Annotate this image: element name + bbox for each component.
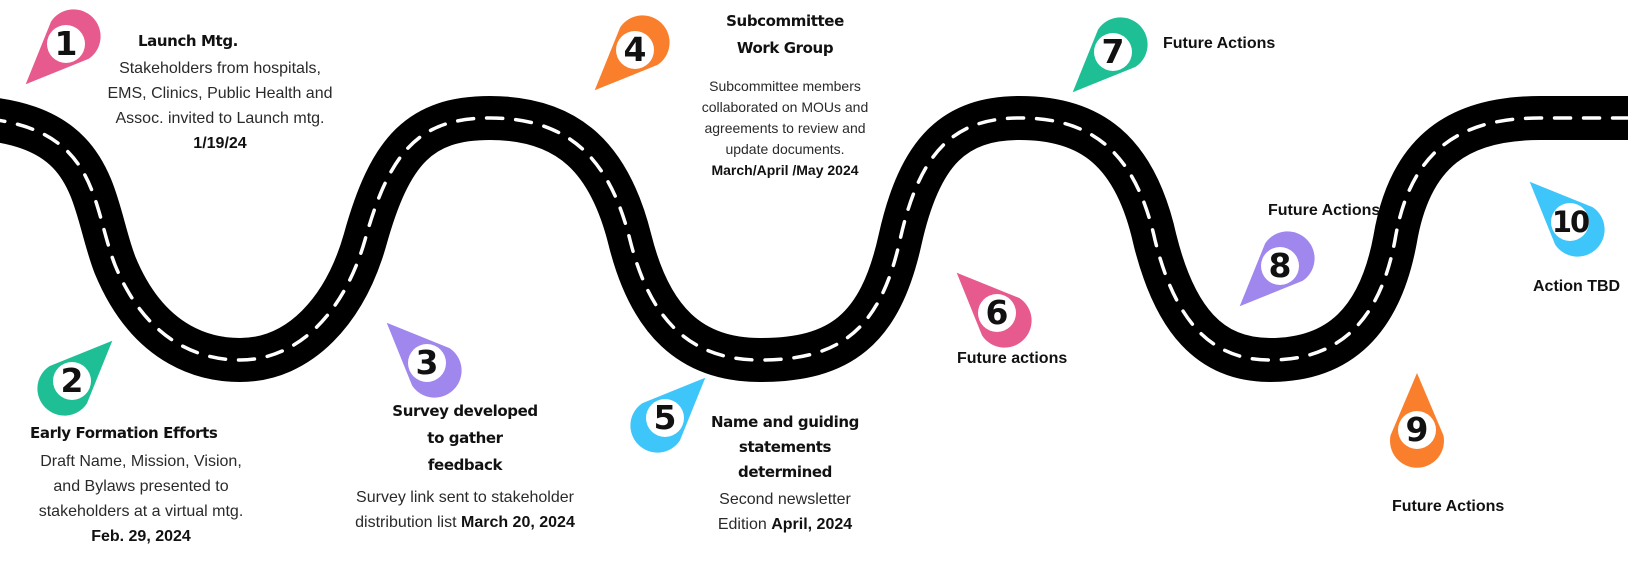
pin-number: 6 [985, 293, 1009, 332]
milestone-9-label: Future Actions [1392, 498, 1505, 515]
milestone-4-title: Subcommittee Work Group [726, 12, 844, 57]
pin-8: 8 [1239, 228, 1315, 308]
pin-9: 9 [1382, 373, 1452, 472]
pin-number: 5 [653, 398, 677, 437]
milestone-5-title: Name and guiding statements determined [711, 413, 859, 481]
pin-10: 10 [1529, 181, 1605, 264]
pin-number: 3 [415, 343, 439, 382]
milestone-5-body: Second newsletter Edition April, 2024 [705, 487, 865, 537]
pin-2: 2 [37, 340, 113, 423]
milestone-3-body-text: Survey link sent to stakeholder distribu… [355, 489, 574, 531]
milestone-2-date: Feb. 29, 2024 [91, 528, 191, 546]
road-surface [0, 95, 1628, 383]
milestone-3-body: Survey link sent to stakeholder distribu… [345, 485, 585, 535]
milestone-4-body: Subcommittee members collaborated on MOU… [701, 78, 869, 157]
pin-number: 8 [1268, 246, 1292, 285]
pin-3: 3 [386, 322, 462, 405]
pin-number: 2 [60, 361, 84, 400]
milestone-6-label: Future actions [957, 350, 1068, 367]
milestone-7-label: Future Actions [1163, 35, 1276, 52]
milestone-1-title: Launch Mtg. [138, 32, 238, 50]
milestone-8-label: Future Actions [1268, 202, 1381, 219]
milestone-1-text: Launch Mtg. Stakeholders from hospitals,… [100, 28, 340, 156]
pin-number: 1 [54, 24, 78, 63]
pin-6: 6 [956, 272, 1032, 355]
pin-number: 10 [1551, 205, 1590, 239]
milestone-1-date: 1/19/24 [193, 135, 247, 153]
pin-1: 1 [25, 6, 101, 86]
pin-7: 7 [1072, 14, 1148, 94]
milestone-5-text: Name and guiding statements determined S… [705, 410, 865, 537]
milestone-4-date: March/April /May 2024 [711, 162, 859, 178]
pin-number: 4 [623, 30, 647, 69]
milestone-2-title: Early Formation Efforts [30, 424, 218, 442]
milestone-1-body: Stakeholders from hospitals, EMS, Clinic… [107, 60, 333, 128]
milestone-5-body-text: Second newsletter Edition [717, 491, 851, 533]
milestone-2-text: Early Formation Efforts Draft Name, Miss… [26, 420, 256, 549]
pin-4: 4 [594, 12, 670, 92]
pin-number: 7 [1101, 32, 1125, 71]
milestone-3-title: Survey developed to gather feedback [392, 402, 538, 474]
pin-5: 5 [630, 377, 706, 460]
pin-number: 9 [1405, 410, 1429, 449]
milestone-3-text: Survey developed to gather feedback Surv… [345, 398, 585, 535]
milestone-3-date: March 20, 2024 [460, 514, 575, 531]
milestone-2-body: Draft Name, Mission, Vision, and Bylaws … [38, 453, 244, 521]
milestone-10-label: Action TBD [1533, 278, 1621, 295]
milestone-4-text: Subcommittee Work Group Subcommittee mem… [695, 8, 875, 181]
milestone-5-date: April, 2024 [771, 516, 853, 533]
